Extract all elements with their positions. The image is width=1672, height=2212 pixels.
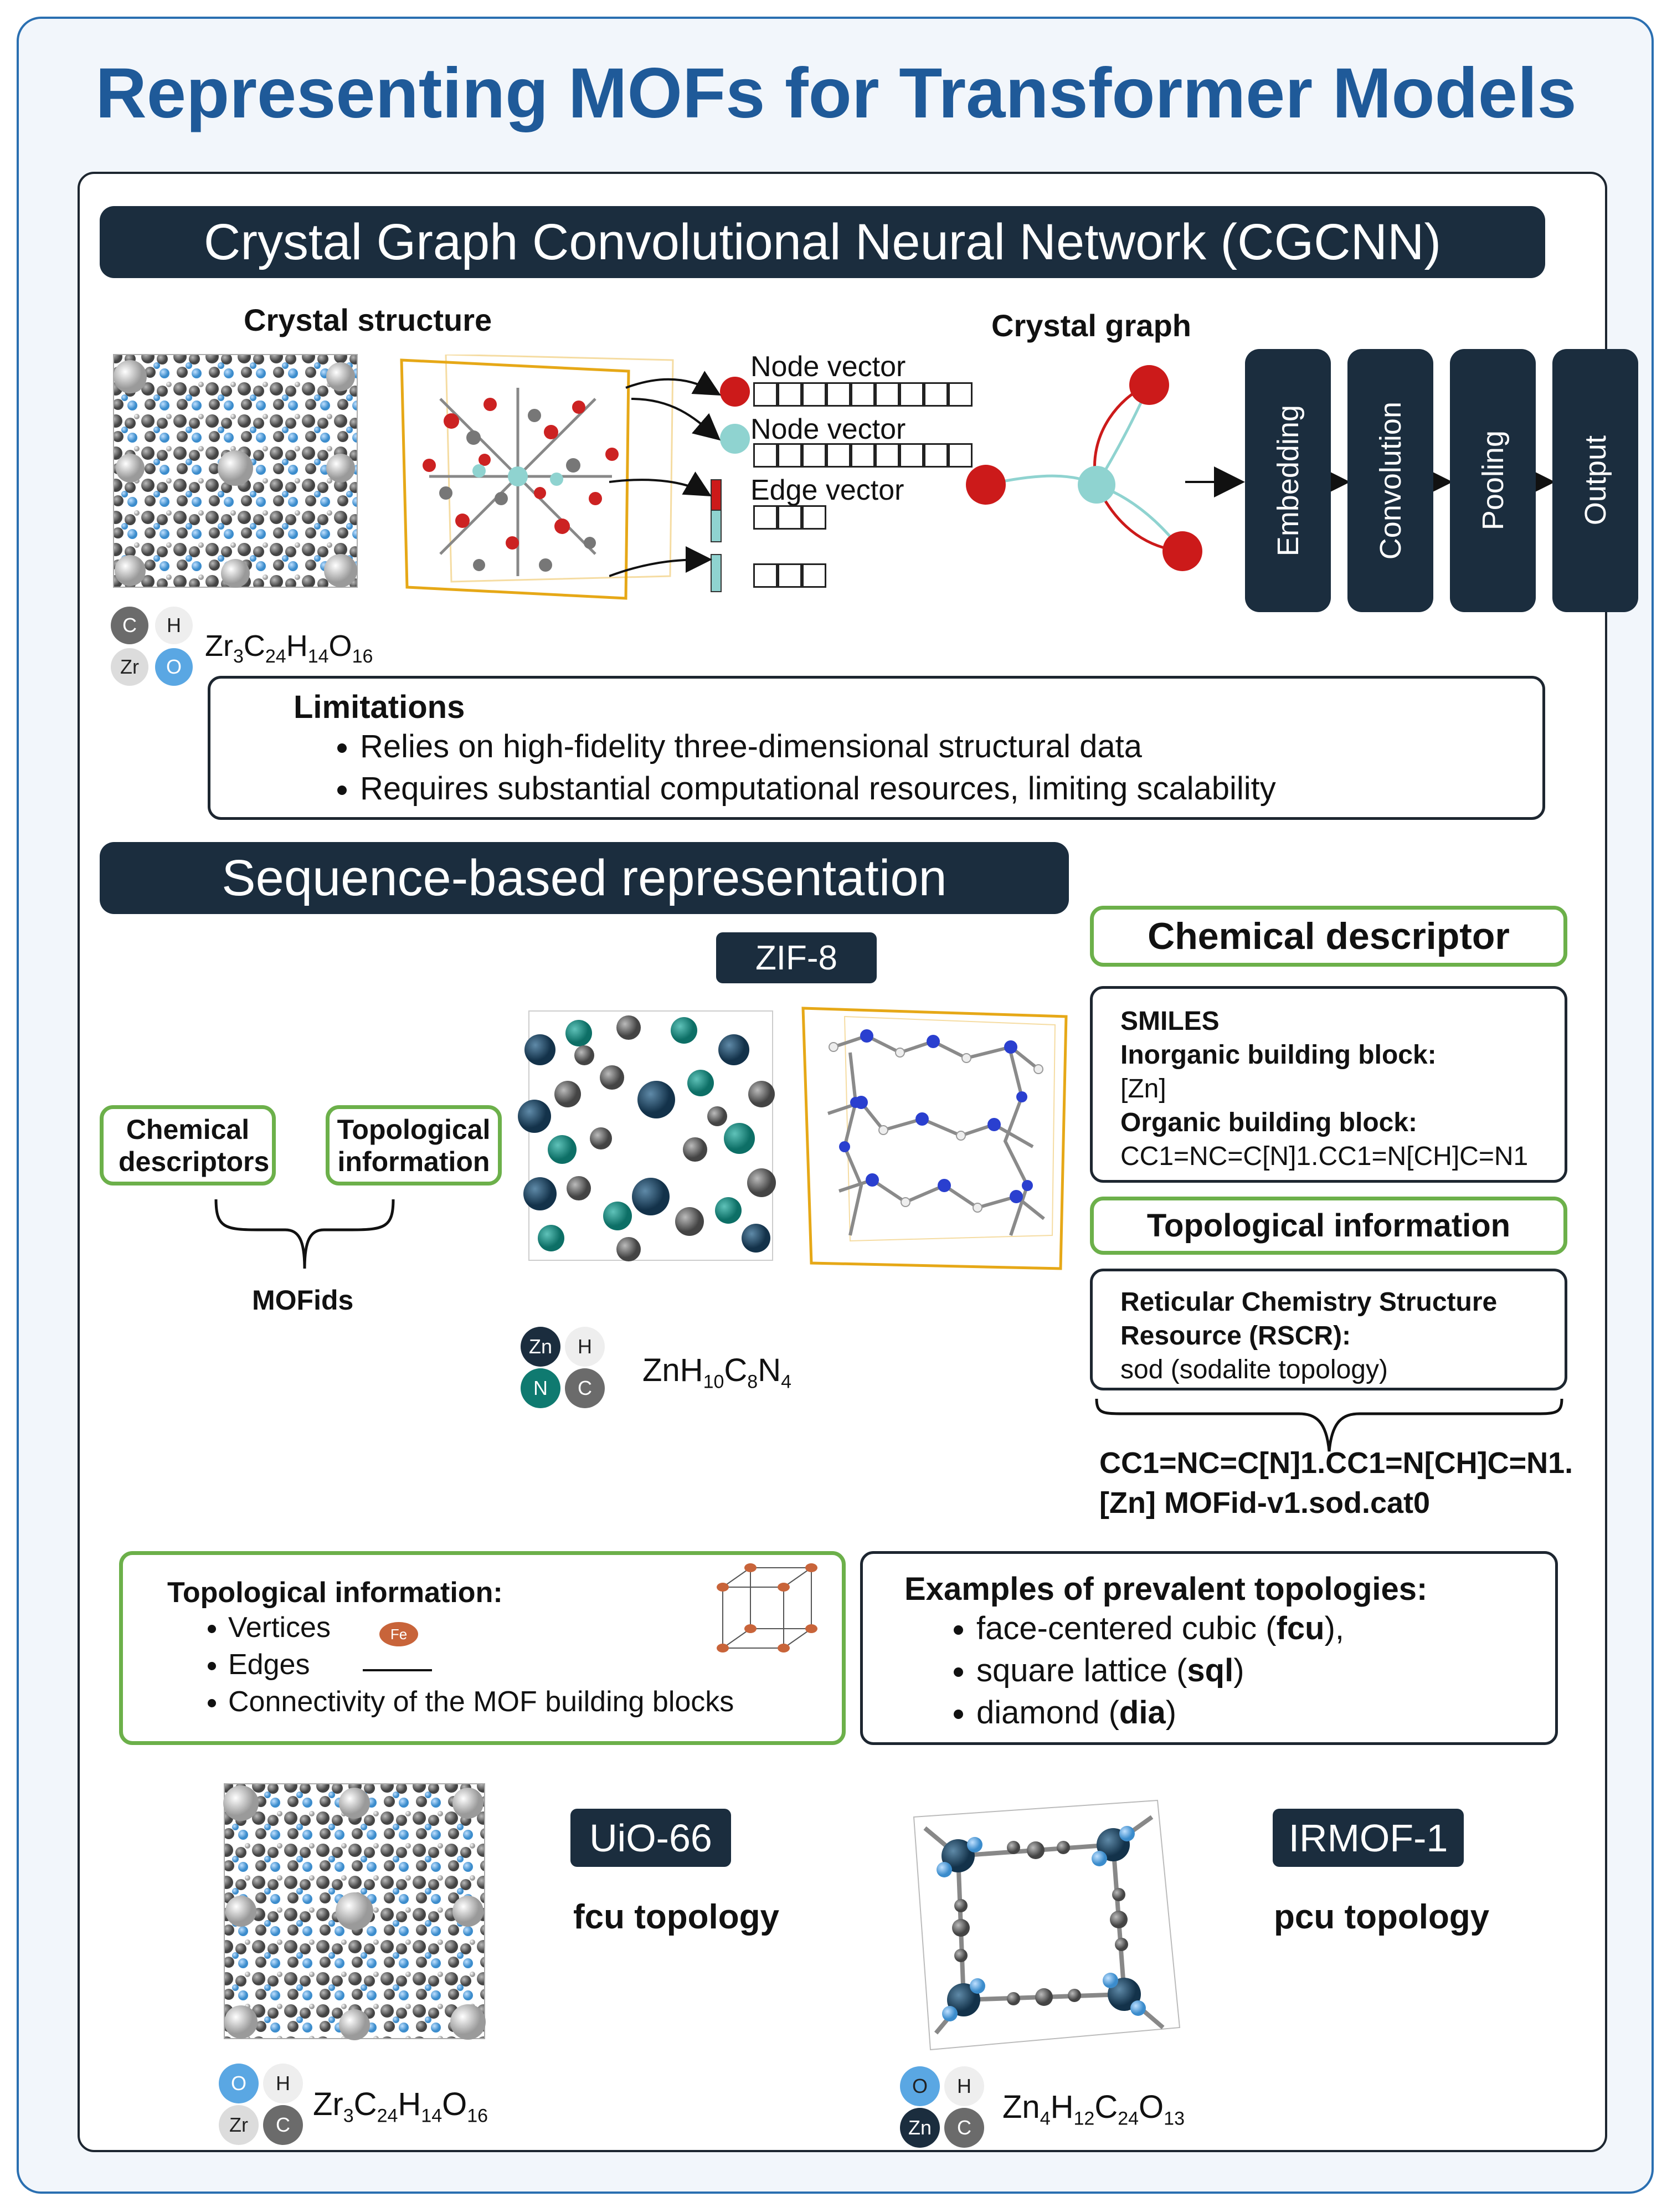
- uio66-topology: fcu topology: [573, 1898, 779, 1936]
- vector-arrows: [609, 371, 721, 577]
- pipeline-output: Output: [1552, 349, 1638, 612]
- irmof1-legend-zn: Zn: [900, 2108, 940, 2148]
- node-vector-2-cells: [753, 443, 973, 468]
- chemical-descriptor-title-box: Chemical descriptor: [1090, 906, 1567, 967]
- irmof1-formula: Zn4H12C24O13: [1002, 2089, 1185, 2129]
- teal-node-icon: [720, 424, 750, 454]
- node-vector-2-label: Node vector: [750, 413, 906, 445]
- legend-ball-zr: Zr: [111, 648, 148, 686]
- zif-legend-c: C: [565, 1368, 605, 1408]
- legend-ball-c: C: [111, 607, 148, 644]
- cgcnn-banner: Crystal Graph Convolutional Neural Netwo…: [100, 206, 1545, 278]
- zif-formula: ZnH10C8N4: [642, 1352, 792, 1393]
- uio66-legend-zr: Zr: [219, 2105, 259, 2145]
- edge-teal-icon: [711, 510, 722, 542]
- mofid-string: CC1=NC=C[N]1.CC1=N[CH]C=N1. [Zn] MOFid-v…: [1099, 1446, 1573, 1520]
- cgcnn-formula: Zr3C24H14O16: [205, 629, 373, 667]
- uio66-formula: Zr3C24H14O16: [313, 2086, 488, 2127]
- examples-topologies-box: Examples of prevalent topologies: face-c…: [860, 1551, 1558, 1745]
- uio66-legend-c: C: [263, 2105, 303, 2145]
- legend-ball-h: H: [155, 607, 193, 644]
- edge-line-icon: [363, 1669, 432, 1671]
- uio66-structure-image: [223, 1783, 486, 2040]
- sequence-banner: Sequence-based representation: [100, 842, 1069, 914]
- crystal-structure-image: [113, 354, 358, 588]
- topological-information-small-box: Topological information: [326, 1105, 502, 1185]
- pipeline-embedding: Embedding: [1245, 349, 1331, 612]
- smiles-box: SMILES Inorganic building block: [Zn] Or…: [1090, 986, 1567, 1183]
- irmof1-legend-h: H: [944, 2066, 984, 2106]
- uio66-legend-h: H: [263, 2064, 303, 2103]
- legend-ball-o: O: [155, 648, 193, 686]
- zif8-spacefill-image: [518, 1010, 776, 1261]
- pipeline-convolution: Convolution: [1347, 349, 1433, 612]
- unit-cell-image: [400, 355, 674, 600]
- topological-info-title-box: Topological information: [1090, 1197, 1567, 1255]
- crystal-graph-label: Crystal graph: [991, 308, 1191, 343]
- zif-legend-zn: Zn: [521, 1327, 560, 1367]
- irmof1-tag: IRMOF-1: [1273, 1809, 1464, 1867]
- red-node-icon: [720, 377, 750, 407]
- zif8-tag: ZIF-8: [716, 932, 877, 983]
- topology-item-edges: Edges: [228, 1646, 842, 1684]
- irmof1-structure-image: [913, 1799, 1181, 2051]
- zif8-stick-image: [801, 1007, 1068, 1270]
- edge-vector-cells: [753, 505, 826, 530]
- topology-item-connectivity: Connectivity of the MOF building blocks: [228, 1684, 842, 1721]
- edge-vector-cells-2: [753, 563, 826, 588]
- example-fcu: face-centered cubic (fcu),: [976, 1608, 1555, 1650]
- irmof1-legend-c: C: [944, 2108, 984, 2148]
- fe-vertex-icon: Fe: [379, 1622, 418, 1646]
- cubic-lattice-icon: [717, 1563, 817, 1652]
- example-sql: square lattice (sql): [976, 1650, 1555, 1692]
- mofids-brace: [214, 1199, 395, 1269]
- limitations-title: Limitations: [294, 689, 465, 725]
- crystal-structure-label: Crystal structure: [244, 302, 492, 337]
- uio66-legend-o: O: [219, 2064, 259, 2103]
- zif-legend-n: N: [521, 1368, 560, 1408]
- irmof1-topology: pcu topology: [1274, 1898, 1490, 1936]
- limitation-item: Relies on high-fidelity three-dimensiona…: [360, 726, 1542, 768]
- pipeline-pooling: Pooling: [1450, 349, 1536, 612]
- limitation-item: Requires substantial computational resou…: [360, 768, 1542, 810]
- chemical-descriptors-small-box: Chemical descriptors: [100, 1105, 276, 1185]
- node-vector-1-label: Node vector: [750, 351, 906, 383]
- edge-teal-icon-2: [711, 554, 722, 592]
- rcsr-box: Reticular Chemistry Structure Resource (…: [1090, 1269, 1567, 1390]
- mofids-label: MOFids: [252, 1285, 354, 1316]
- pipeline-arrows: [1185, 466, 1555, 497]
- mofid-brace: [1095, 1398, 1563, 1452]
- topology-item-vertices: Vertices: [228, 1609, 842, 1646]
- edge-vector-label: Edge vector: [750, 474, 904, 506]
- crystal-graph-diagram: [966, 365, 1202, 571]
- irmof1-legend-o: O: [900, 2066, 940, 2106]
- example-dia: diamond (dia): [976, 1692, 1555, 1734]
- node-vector-1-cells: [753, 382, 973, 407]
- page-title: Representing MOFs for Transformer Models: [95, 54, 1577, 133]
- limitations-box: Limitations Relies on high-fidelity thre…: [208, 676, 1545, 820]
- zif-legend-h: H: [565, 1327, 605, 1367]
- uio66-tag: UiO-66: [570, 1809, 731, 1867]
